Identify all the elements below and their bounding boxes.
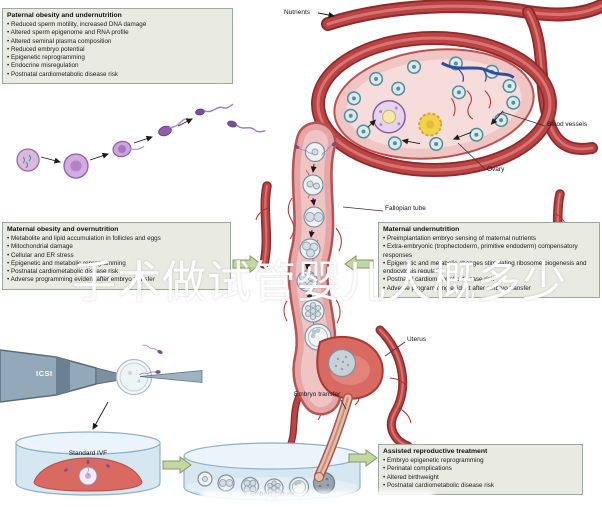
- bullet-item: Metabolite and lipid accumulation in fol…: [7, 235, 226, 243]
- arrow-ivf-to-culture: [162, 456, 192, 474]
- arrow-maternal-undernutrition: [344, 255, 374, 273]
- ivf-egg: [78, 466, 98, 486]
- bullet-item: Postnatal cardiometabolic disease risk: [383, 276, 595, 284]
- bullet-item: Postnatal cardiometabolic disease risk: [383, 482, 578, 490]
- implanting-embryo: [327, 348, 357, 378]
- follicle-maturation-arrows: [367, 110, 504, 145]
- watermark-smudge: [200, 491, 435, 505]
- embryo-transfer-catheter: [314, 393, 353, 482]
- icsi-egg: [115, 358, 153, 396]
- maternal-obesity-box-list: Metabolite and lipid accumulation in fol…: [7, 235, 226, 285]
- watermark-text: 手术做试管婴儿大概多少: [72, 258, 567, 307]
- bullet-item: Cellular and ER stress: [7, 252, 226, 260]
- bullet-item: Reduced embryo potential: [7, 46, 228, 54]
- spermatid: [112, 140, 145, 158]
- maternal-undernutrition-box-title: Maternal undernutrition: [383, 226, 460, 233]
- bullet-item: Reduced sperm motility, increased DNA da…: [7, 21, 228, 29]
- arrow-maternal-obesity: [232, 255, 262, 273]
- paternal-box: Paternal obesity and undernutrition Redu…: [2, 8, 233, 85]
- stage-arrows: [304, 163, 317, 301]
- bullet-item: Embryo epigenetic reprogramming: [383, 457, 578, 465]
- bullet-item: Postnatal cardiometabolic disease risk: [7, 71, 228, 79]
- embryo-transfer-label: Embryo transfer: [294, 391, 341, 398]
- label-pointer-lines: [317, 12, 546, 410]
- bullet-item: Preimplantation embryo sensing of matern…: [383, 235, 595, 243]
- assisted-treatment-box: Assisted reproductive treatment Embryo e…: [378, 444, 583, 496]
- assisted-treatment-box-title: Assisted reproductive treatment: [383, 448, 488, 455]
- uterus-label: Uterus: [407, 336, 427, 343]
- standard-ivf-label: Standard IVF: [68, 450, 108, 457]
- four-cell-embryo: [296, 270, 318, 292]
- fallopian-tube-label: Fallopian tube: [385, 205, 426, 212]
- egg-cell: [304, 141, 326, 163]
- bullet-item: Mitochondrial damage: [7, 243, 226, 251]
- ovarian-capillaries: [451, 90, 492, 120]
- spermatogonium: [16, 148, 40, 172]
- ovarian-vein-blue: [440, 61, 515, 83]
- injection-needle: [139, 370, 203, 383]
- maternal-obesity-box-title: Maternal obesity and overnutrition: [7, 226, 119, 233]
- maternal-obesity-box: Maternal obesity and overnutrition Metab…: [2, 222, 231, 290]
- bullet-item: Perinatal complications: [383, 465, 578, 473]
- bullet-item: Epigenetic and metabolic changes stimula…: [383, 260, 595, 277]
- mature-sperm: [194, 102, 235, 117]
- arrow-culture-to-art: [348, 449, 378, 467]
- two-cell-embryo: [303, 206, 325, 228]
- bullet-item: Epigenetic and metabolic reprogramming: [7, 260, 226, 268]
- bullet-item: Adverse programming evident after embryo…: [383, 285, 595, 293]
- blood-vessels-label: Blood vessels: [547, 121, 588, 128]
- flow-arrows-green: [162, 255, 378, 474]
- icsi-label: ICSI: [36, 369, 53, 378]
- maternal-undernutrition-box-list: Preimplantation embryo sensing of matern…: [383, 235, 595, 293]
- bullet-item: Postnatal cardiometabolic disease risk: [7, 268, 226, 276]
- paternal-box-title: Paternal obesity and undernutrition: [7, 12, 122, 19]
- bullet-item: Altered seminal plasma composition: [7, 38, 228, 46]
- bullet-item: Extra-embryonic (trophectoderm, primitiv…: [383, 243, 595, 260]
- zygote: [302, 174, 324, 196]
- bullet-item: Adverse programming evident after embryo…: [7, 276, 226, 284]
- elongating-spermatid: [158, 117, 189, 137]
- standard-ivf-dish: [15, 431, 161, 496]
- nutrients-label: Nutrients: [284, 9, 311, 16]
- uterus-illustration: [316, 335, 384, 400]
- bullet-item: Altered sperm epigenome and RNA profile: [7, 29, 228, 37]
- icsi-illustration: [0, 342, 203, 430]
- spermatocyte: [63, 153, 89, 179]
- three-cell-embryo: [299, 238, 321, 260]
- assisted-treatment-box-list: Embryo epigenetic reprogrammingPerinatal…: [383, 457, 578, 490]
- morula: [301, 299, 325, 323]
- bullet-item: Endocrine misregulation: [7, 62, 228, 70]
- bullet-item: Epigenetic reprogramming: [7, 54, 228, 62]
- sperm-maturation-sequence: [16, 102, 267, 179]
- corpus-luteum: [418, 112, 443, 137]
- bullet-item: Altered birthweight: [383, 474, 578, 482]
- paternal-box-list: Reduced sperm motility, increased DNA da…: [7, 21, 228, 79]
- mature-sperm: [226, 119, 267, 137]
- ovary-label: Ovary: [487, 166, 505, 173]
- dominant-follicle: [372, 100, 406, 134]
- maternal-undernutrition-box: Maternal undernutrition Preimplantation …: [378, 222, 600, 299]
- ovary-illustration: [333, 48, 535, 160]
- sperm-stage-arrows: [40, 118, 193, 164]
